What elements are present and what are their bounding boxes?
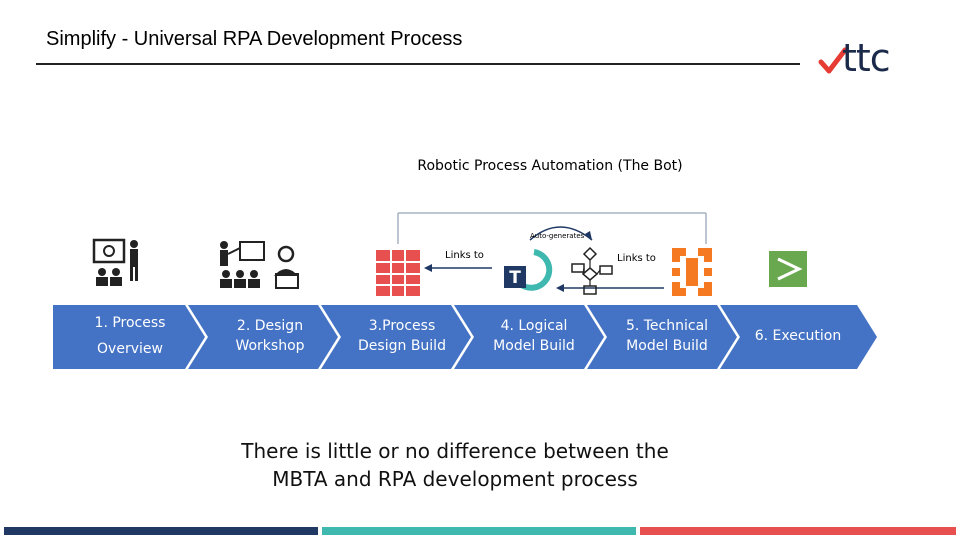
table-icon xyxy=(376,250,420,296)
step-5-label: 5. Technical Model Build xyxy=(607,316,727,356)
execution-icon xyxy=(769,251,807,287)
svg-text:T: T xyxy=(509,268,521,288)
flowchart-icon xyxy=(571,246,613,295)
step-2-chevron xyxy=(188,305,338,369)
title-underline xyxy=(36,63,800,65)
footer-bar-navy xyxy=(4,527,318,535)
ttc-logo: ttc xyxy=(842,36,891,80)
step-6-line1: 6. Execution xyxy=(754,328,842,344)
bot-label: Robotic Process Automation (The Bot) xyxy=(417,158,683,174)
links-arrows xyxy=(424,226,664,292)
page-title: Simplify - Universal RPA Development Pro… xyxy=(46,28,463,50)
step-chevrons xyxy=(53,305,877,369)
step-4-line2: Model Build xyxy=(493,338,575,354)
caption: There is little or no difference between… xyxy=(200,437,710,493)
footer-bar-teal xyxy=(322,527,636,535)
caption-line2: MBTA and RPA development process xyxy=(272,467,638,491)
step-1-label: 1. Process Overview xyxy=(70,313,190,359)
step-5-line2: Model Build xyxy=(626,338,708,354)
orange-tool-icon xyxy=(672,248,712,296)
step-2-line2: Workshop xyxy=(235,338,305,354)
step-2-label: 2. Design Workshop xyxy=(210,316,330,356)
step-2-line1: 2. Design xyxy=(236,318,304,334)
step-1-line2: Overview xyxy=(97,341,163,357)
links-to-left-label: Links to xyxy=(445,250,484,261)
process-overview-icon xyxy=(92,238,138,286)
links-to-right-label: Links to xyxy=(617,253,656,264)
step-3-label: 3.Process Design Build xyxy=(342,316,462,356)
step-4-label: 4. Logical Model Build xyxy=(474,316,594,356)
step-6-chevron xyxy=(720,305,877,369)
step-6-label: 6. Execution xyxy=(742,326,854,346)
step-5-chevron xyxy=(587,305,737,369)
step-3-line2: Design Build xyxy=(358,338,446,354)
logical-model-icon: T xyxy=(504,249,553,291)
step-3-line1: 3.Process xyxy=(368,318,436,334)
step-4-chevron xyxy=(454,305,604,369)
checkmark-icon xyxy=(818,47,848,74)
auto-generates-label: Auto-generates xyxy=(530,232,585,240)
step-5-line1: 5. Technical xyxy=(625,318,709,334)
design-workshop-icon xyxy=(220,241,299,289)
step-1-chevron xyxy=(53,305,205,369)
step-4-line1: 4. Logical xyxy=(500,318,568,334)
bot-bracket xyxy=(397,212,707,244)
step-3-chevron xyxy=(321,305,471,369)
step-1-line1: 1. Process xyxy=(94,315,166,331)
footer-bar-red xyxy=(640,527,956,535)
caption-line1: There is little or no difference between… xyxy=(241,439,669,463)
